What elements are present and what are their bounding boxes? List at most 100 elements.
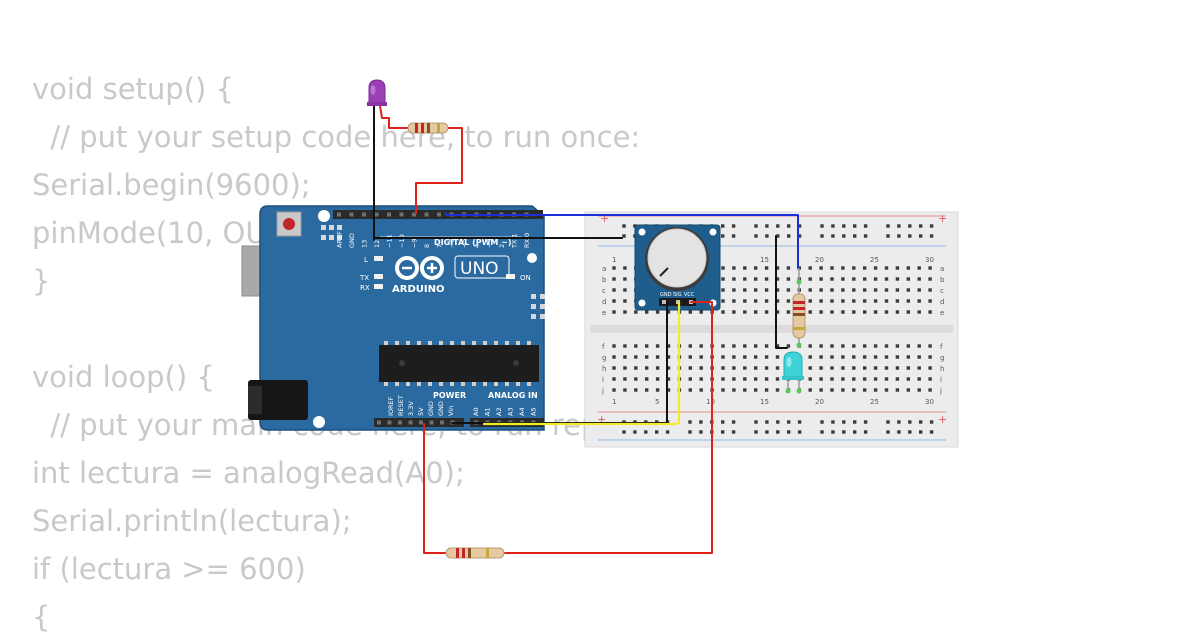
breadboard-hole[interactable] [765, 224, 769, 228]
breadboard-hole[interactable] [764, 266, 769, 270]
breadboard-hole[interactable] [699, 344, 703, 348]
breadboard-hole[interactable] [830, 288, 834, 292]
breadboard-hole[interactable] [853, 420, 857, 424]
breadboard-hole[interactable] [906, 277, 910, 281]
breadboard-hole[interactable] [819, 299, 823, 303]
breadboard-hole[interactable] [928, 355, 932, 359]
breadboard-hole[interactable] [929, 234, 934, 238]
breadboard-hole[interactable] [852, 355, 856, 359]
breadboard-hole[interactable] [797, 224, 802, 228]
breadboard-hole[interactable] [775, 344, 780, 348]
breadboard-hole[interactable] [655, 430, 659, 434]
breadboard-hole[interactable] [732, 310, 736, 314]
breadboard-hole[interactable] [743, 377, 747, 381]
breadboard-hole[interactable] [787, 420, 791, 424]
breadboard-hole[interactable] [786, 344, 791, 348]
breadboard-hole[interactable] [819, 366, 823, 370]
breadboard-hole[interactable] [721, 388, 725, 392]
breadboard-hole[interactable] [764, 366, 769, 370]
breadboard-hole[interactable] [623, 388, 627, 392]
breadboard-hole[interactable] [732, 266, 736, 270]
breadboard-hole[interactable] [928, 277, 932, 281]
breadboard-hole[interactable] [842, 224, 846, 228]
breadboard-hole[interactable] [808, 355, 812, 359]
breadboard-hole[interactable] [764, 299, 769, 303]
resistor-bottom[interactable] [445, 547, 505, 559]
breadboard-hole[interactable] [841, 310, 845, 314]
breadboard-hole[interactable] [819, 355, 823, 359]
breadboard-hole[interactable] [743, 299, 747, 303]
breadboard-hole[interactable] [863, 310, 867, 314]
breadboard-hole[interactable] [928, 266, 932, 270]
breadboard-hole[interactable] [841, 288, 845, 292]
breadboard-hole[interactable] [908, 224, 912, 228]
breadboard-hole[interactable] [634, 366, 638, 370]
breadboard-hole[interactable] [732, 377, 736, 381]
potentiometer-knob[interactable] [647, 228, 707, 288]
breadboard-hole[interactable] [634, 355, 638, 359]
breadboard-hole[interactable] [841, 388, 845, 392]
breadboard-hole[interactable] [634, 388, 638, 392]
breadboard-hole[interactable] [754, 224, 758, 228]
breadboard-hole[interactable] [929, 420, 934, 424]
breadboard-hole[interactable] [786, 288, 791, 292]
breadboard-hole[interactable] [808, 299, 812, 303]
breadboard-hole[interactable] [688, 377, 692, 381]
breadboard-hole[interactable] [895, 344, 900, 348]
breadboard-hole[interactable] [786, 266, 791, 270]
breadboard-hole[interactable] [622, 234, 626, 238]
breadboard-hole[interactable] [622, 430, 626, 434]
breadboard-hole[interactable] [787, 224, 791, 228]
breadboard-hole[interactable] [895, 310, 900, 314]
breadboard-hole[interactable] [743, 288, 747, 292]
breadboard-hole[interactable] [612, 310, 616, 314]
breadboard-hole[interactable] [754, 344, 758, 348]
breadboard-hole[interactable] [765, 430, 769, 434]
breadboard-hole[interactable] [906, 299, 910, 303]
breadboard-hole[interactable] [754, 388, 758, 392]
breadboard-hole[interactable] [743, 344, 747, 348]
breadboard-hole[interactable] [623, 366, 627, 370]
breadboard-hole[interactable] [863, 344, 867, 348]
breadboard-hole[interactable] [895, 266, 900, 270]
breadboard-hole[interactable] [775, 310, 780, 314]
breadboard-hole[interactable] [863, 266, 867, 270]
breadboard-hole[interactable] [775, 299, 780, 303]
breadboard-hole[interactable] [917, 355, 921, 359]
breadboard-hole[interactable] [765, 234, 769, 238]
breadboard-hole[interactable] [842, 420, 846, 424]
breadboard-hole[interactable] [775, 388, 780, 392]
breadboard-hole[interactable] [853, 430, 857, 434]
breadboard-hole[interactable] [863, 377, 867, 381]
breadboard-hole[interactable] [886, 234, 890, 238]
breadboard-hole[interactable] [721, 299, 725, 303]
breadboard-hole[interactable] [820, 224, 824, 228]
breadboard-hole[interactable] [908, 430, 912, 434]
breadboard-hole[interactable] [852, 288, 856, 292]
breadboard-hole[interactable] [786, 299, 791, 303]
breadboard-hole[interactable] [797, 430, 802, 434]
breadboard-hole[interactable] [644, 430, 648, 434]
breadboard-hole[interactable] [906, 266, 910, 270]
breadboard-hole[interactable] [754, 430, 758, 434]
breadboard-hole[interactable] [754, 366, 758, 370]
breadboard-hole[interactable] [699, 366, 703, 370]
breadboard-hole[interactable] [655, 388, 660, 392]
breadboard-hole[interactable] [787, 430, 791, 434]
breadboard-hole[interactable] [919, 430, 923, 434]
breadboard-hole[interactable] [884, 344, 889, 348]
breadboard-hole[interactable] [906, 310, 910, 314]
breadboard-hole[interactable] [928, 288, 932, 292]
breadboard-hole[interactable] [863, 366, 867, 370]
breadboard-hole[interactable] [754, 299, 758, 303]
breadboard-hole[interactable] [906, 344, 910, 348]
breadboard-hole[interactable] [917, 299, 921, 303]
breadboard-hole[interactable] [732, 355, 736, 359]
breadboard-hole[interactable] [623, 277, 627, 281]
breadboard-hole[interactable] [764, 377, 769, 381]
breadboard-hole[interactable] [612, 366, 616, 370]
breadboard-hole[interactable] [884, 277, 889, 281]
breadboard-hole[interactable] [731, 224, 736, 228]
breadboard-hole[interactable] [819, 310, 823, 314]
breadboard-hole[interactable] [852, 377, 856, 381]
